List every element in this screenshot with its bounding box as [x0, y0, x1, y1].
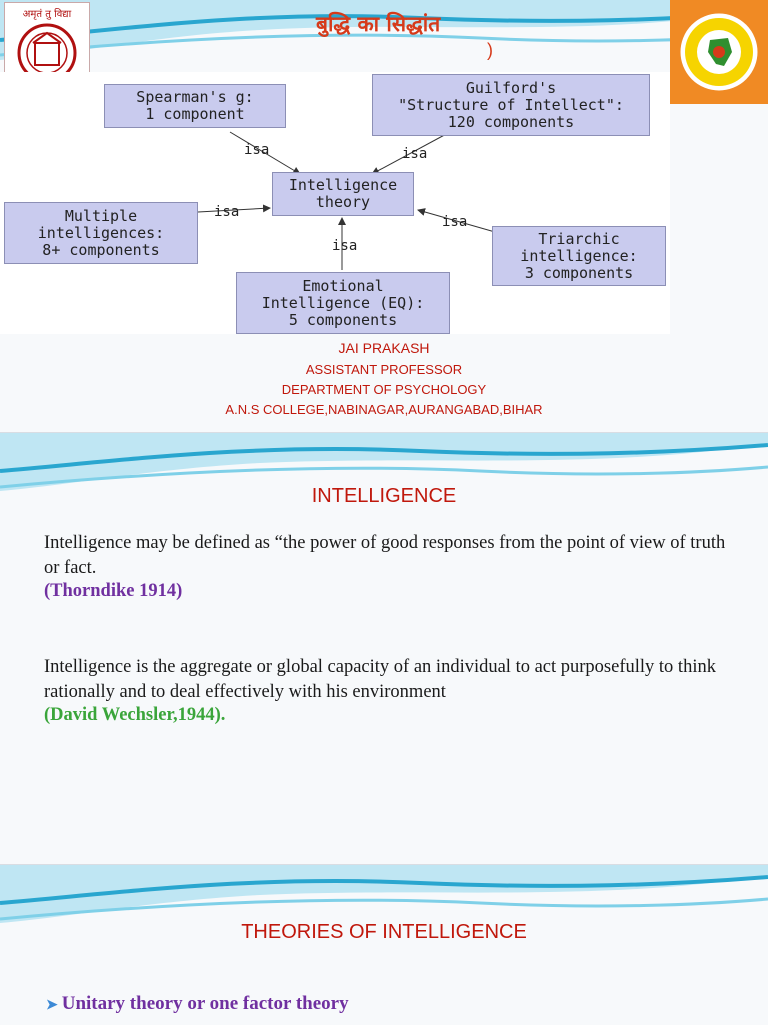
author-name: JAI PRAKASH: [338, 340, 430, 356]
author-title: ASSISTANT PROFESSOR: [305, 362, 463, 377]
slide-title-hindi: बुद्धि का सिद्धांत: [316, 12, 441, 36]
slide-heading: INTELLIGENCE: [311, 485, 457, 507]
slide-theories: THEORIES OF INTELLIGENCE ➤Unitary theory…: [0, 864, 768, 1025]
citation-wechsler: (David Wechsler,1944).: [44, 705, 226, 725]
slide-intelligence: INTELLIGENCE Intelligence may be defined…: [0, 432, 768, 865]
svg-text:अमृतं तु विद्या: अमृतं तु विद्या: [23, 8, 72, 20]
diagram-connectors: [197, 131, 496, 270]
header-waves: [0, 865, 768, 923]
definition-wechsler: Intelligence is the aggregate or global …: [44, 657, 716, 702]
bullet-item: ➤Unitary theory or one factor theory: [46, 993, 349, 1015]
node-spearman: Spearman's g: 1 component: [104, 84, 286, 128]
header-waves: [0, 433, 768, 491]
isa-label: isa: [214, 204, 240, 220]
college-emblem: [670, 0, 768, 104]
intelligence-theory-diagram: Spearman's g: 1 component Guilford's "St…: [0, 72, 670, 334]
isa-label: isa: [332, 238, 358, 254]
author-college: A.N.S COLLEGE,NABINAGAR,AURANGABAD,BIHAR: [225, 402, 543, 417]
bullet-text: Unitary theory or one factor theory: [61, 993, 349, 1014]
author-department: DEPARTMENT OF PSYCHOLOGY: [281, 382, 487, 397]
node-emotional: Emotional Intelligence (EQ): 5 component…: [236, 272, 450, 334]
definition-thorndike: Intelligence may be defined as “the powe…: [44, 533, 726, 578]
isa-label: isa: [442, 214, 468, 230]
slide-heading: THEORIES OF INTELLIGENCE: [241, 921, 527, 943]
isa-label: isa: [402, 146, 428, 162]
node-guilford: Guilford's "Structure of Intellect": 120…: [372, 74, 650, 136]
arrow-bullet-icon: ➤: [46, 998, 58, 1013]
title-parenthesis: ): [487, 40, 493, 60]
citation-thorndike: (Thorndike 1914): [44, 581, 183, 601]
node-multiple: Multiple intelligences: 8+ components: [4, 202, 198, 264]
slide-title: अमृतं तु विद्या मगध विश्वविद्यालय बुद्धि…: [0, 0, 768, 432]
node-intelligence-theory: Intelligence theory: [272, 172, 414, 216]
node-triarchic: Triarchic intelligence: 3 components: [492, 226, 666, 286]
isa-label: isa: [244, 142, 270, 158]
